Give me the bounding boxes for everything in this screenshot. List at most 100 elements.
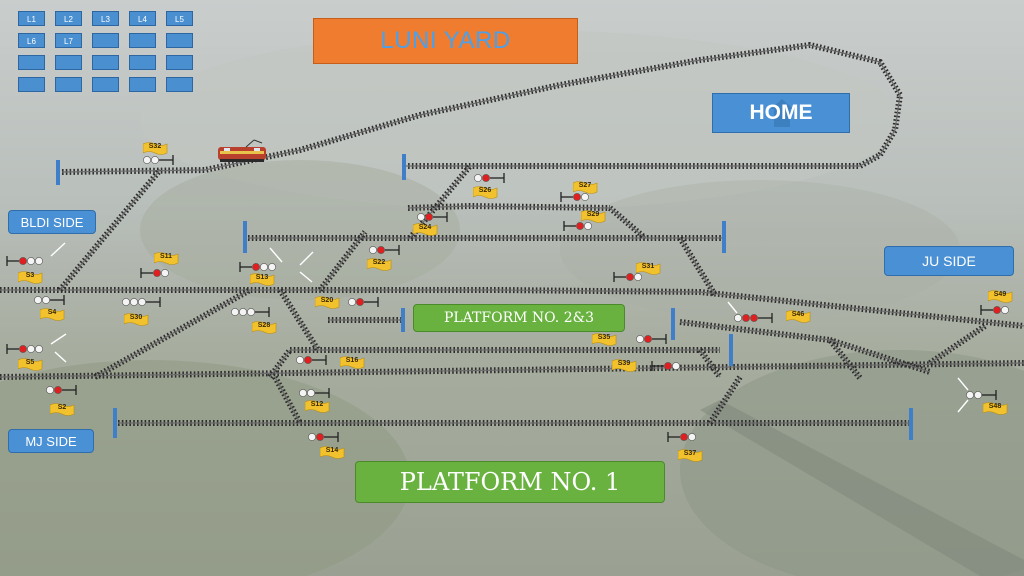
signal-id: S12 <box>310 401 324 408</box>
signal-head[interactable] <box>651 361 680 371</box>
buffer-stop <box>671 308 675 340</box>
signal-head[interactable] <box>474 173 505 183</box>
buffer-stop-group <box>56 154 913 440</box>
buffer-stop <box>909 408 913 440</box>
track-rail <box>609 207 646 239</box>
platform-1-label: PLATFORM NO. 1 <box>355 461 665 503</box>
track-rail <box>61 44 901 173</box>
red-light <box>573 193 581 201</box>
lever-button[interactable]: L4 <box>129 11 156 26</box>
white-light <box>296 356 304 364</box>
signal-head[interactable] <box>563 221 592 231</box>
signal-head[interactable] <box>143 155 174 165</box>
signal-head[interactable] <box>734 313 773 323</box>
signal-head[interactable] <box>417 212 448 222</box>
lever-button[interactable]: L1 <box>18 11 45 26</box>
signal-head[interactable] <box>140 268 169 278</box>
route-indicator <box>299 271 313 283</box>
white-light <box>46 386 54 394</box>
buffer-stop <box>401 308 405 332</box>
lever-button[interactable] <box>129 33 156 48</box>
track-rail <box>0 362 1024 378</box>
signal-head[interactable] <box>348 297 379 307</box>
signal-head[interactable] <box>46 385 77 395</box>
lever-button[interactable] <box>55 55 82 70</box>
white-light <box>672 362 680 370</box>
signal-label-flag: S49 <box>988 290 1014 304</box>
signal-head[interactable] <box>6 344 43 354</box>
route-indicator <box>50 242 66 257</box>
white-light <box>417 213 425 221</box>
signal-head[interactable] <box>299 388 330 398</box>
signal-head[interactable] <box>369 245 400 255</box>
signal-id: S13 <box>255 274 269 281</box>
signal-id: S32 <box>148 143 162 150</box>
lever-button[interactable] <box>166 33 193 48</box>
signal-id: S3 <box>25 272 35 279</box>
lever-button[interactable]: L7 <box>55 33 82 48</box>
ju-side-label: JU SIDE <box>884 246 1014 276</box>
signal-head[interactable] <box>560 192 589 202</box>
white-light <box>35 345 43 353</box>
route-indicator <box>957 399 969 413</box>
lever-button[interactable] <box>129 77 156 92</box>
route-indicator <box>54 351 67 363</box>
lever-button[interactable] <box>92 55 119 70</box>
signal-id: S30 <box>129 314 143 321</box>
signal-label-flag: S27 <box>573 181 599 195</box>
signal-head[interactable] <box>613 272 642 282</box>
lever-button[interactable]: L2 <box>55 11 82 26</box>
signal-head[interactable] <box>239 262 276 272</box>
signal-head[interactable] <box>122 297 161 307</box>
track-rail <box>699 349 721 378</box>
white-light <box>27 345 35 353</box>
signal-label-flag: S24 <box>413 223 439 237</box>
signal-id: S26 <box>478 187 492 194</box>
home-label: HOME <box>749 101 813 124</box>
lever-button[interactable] <box>55 77 82 92</box>
signal-head[interactable] <box>667 432 696 442</box>
signal-head[interactable] <box>636 334 667 344</box>
white-light <box>247 308 255 316</box>
signal-head[interactable] <box>34 295 65 305</box>
signal-id: S11 <box>159 253 173 260</box>
red-light <box>356 298 364 306</box>
lever-button[interactable] <box>18 77 45 92</box>
signal-head[interactable] <box>308 432 339 442</box>
lever-button[interactable] <box>129 55 156 70</box>
lever-button[interactable] <box>92 33 119 48</box>
signal-label-flag: S13 <box>250 273 276 287</box>
signal-id: S14 <box>325 447 339 454</box>
signal-group <box>6 155 1009 442</box>
home-button[interactable]: HOME <box>712 93 850 133</box>
signal-id: S2 <box>57 404 67 411</box>
buffer-stop <box>243 221 247 253</box>
signal-head[interactable] <box>980 305 1009 315</box>
white-light <box>299 389 307 397</box>
signal-head[interactable] <box>296 355 327 365</box>
signal-head[interactable] <box>6 256 43 266</box>
white-light <box>348 298 356 306</box>
lever-button[interactable] <box>166 55 193 70</box>
lever-button[interactable] <box>18 55 45 70</box>
buffer-stop <box>402 154 406 180</box>
lever-button[interactable] <box>166 77 193 92</box>
signal-id: S20 <box>320 297 334 304</box>
signal-head[interactable] <box>231 307 270 317</box>
track-rail <box>94 289 251 378</box>
signal-id: S31 <box>641 263 655 270</box>
track-rail <box>269 349 291 378</box>
lever-button[interactable] <box>92 77 119 92</box>
signal-label-flag: S26 <box>473 186 499 200</box>
signal-label-flag: S3 <box>18 271 44 285</box>
signal-head[interactable] <box>966 390 997 400</box>
red-light <box>750 314 758 322</box>
lever-button[interactable]: L3 <box>92 11 119 26</box>
lever-button[interactable]: L6 <box>18 33 45 48</box>
lever-button[interactable]: L5 <box>166 11 193 26</box>
signal-id: S46 <box>791 311 805 318</box>
red-light <box>19 345 27 353</box>
white-light <box>268 263 276 271</box>
white-light <box>42 296 50 304</box>
